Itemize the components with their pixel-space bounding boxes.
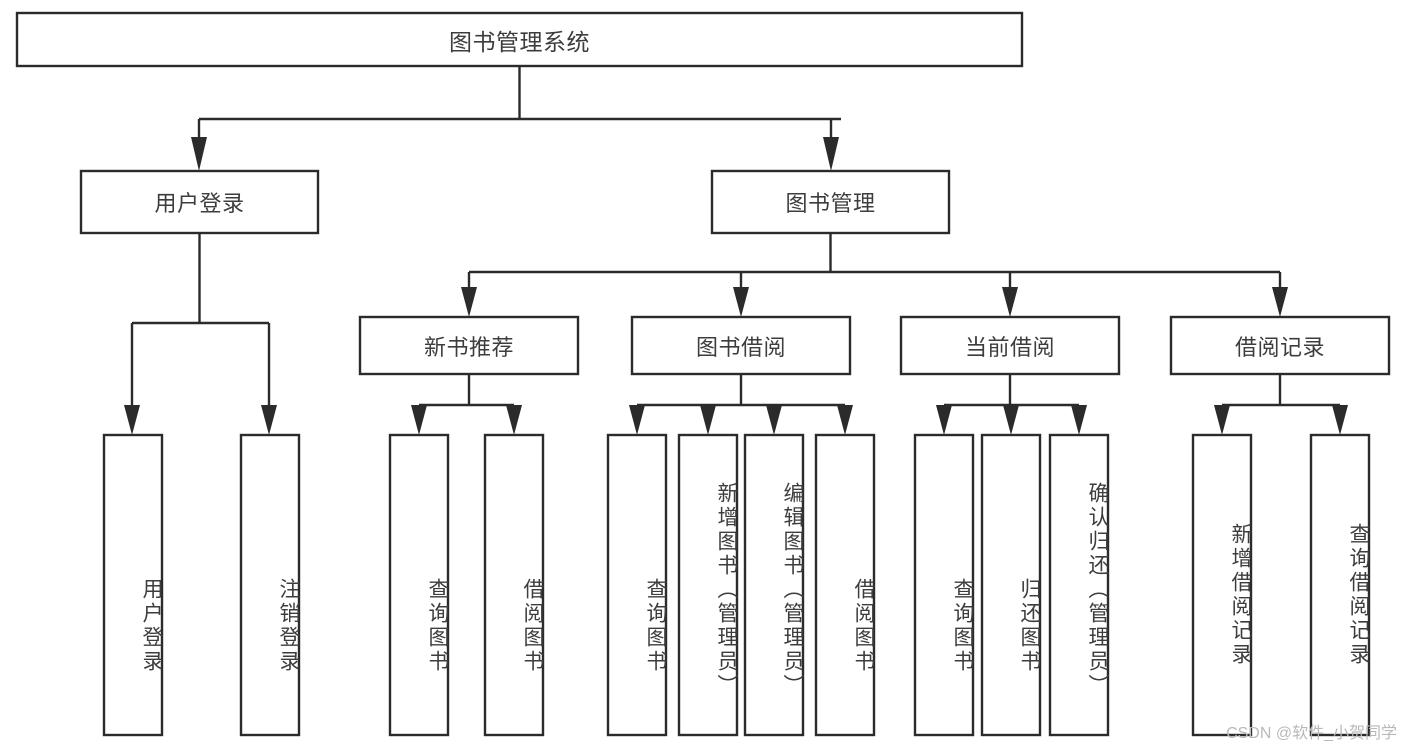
arrowhead-leaf-borrow-book-1: [506, 405, 522, 435]
node-leaf-query-book-1-box[interactable]: [388, 433, 450, 737]
node-borrow-record-box[interactable]: [1169, 315, 1391, 376]
arrowhead-leaf-add-record: [1214, 405, 1230, 435]
node-book-borrow-box[interactable]: [630, 315, 852, 376]
node-leaf-add-book-box[interactable]: [677, 433, 739, 737]
arrowhead-borrow-record: [1272, 287, 1288, 317]
node-leaf-confirm-return-box[interactable]: [1048, 433, 1110, 737]
node-leaf-borrow-book-2-box[interactable]: [814, 433, 876, 737]
node-book-management-box[interactable]: [710, 169, 951, 235]
node-leaf-query-book-2-box[interactable]: [606, 433, 668, 737]
node-leaf-borrow-book-1-box[interactable]: [483, 433, 545, 737]
node-leaf-edit-book-box[interactable]: [743, 433, 805, 737]
arrowhead-leaf-confirm-return: [1071, 405, 1087, 435]
node-user-login-box[interactable]: [79, 169, 320, 235]
node-root-box[interactable]: [15, 11, 1024, 68]
arrowhead-leaf-query-book-3: [936, 405, 952, 435]
node-new-book-recommend-box[interactable]: [358, 315, 580, 376]
node-leaf-user-login-box[interactable]: [102, 433, 164, 737]
arrowhead-leaf-return-book: [1003, 405, 1019, 435]
arrowhead-current-borrow: [1002, 287, 1018, 317]
arrowhead-book-management: [823, 137, 839, 171]
arrowhead-user-login: [191, 137, 207, 171]
arrowhead-leaf-borrow-book-2: [837, 405, 853, 435]
arrowhead-leaf-query-book-1: [411, 405, 427, 435]
node-leaf-return-book-box[interactable]: [980, 433, 1042, 737]
arrowhead-leaf-edit-book: [766, 405, 782, 435]
arrowhead-leaf-query-book-2: [629, 405, 645, 435]
node-current-borrow-box[interactable]: [899, 315, 1121, 376]
arrowhead-leaf-add-book: [700, 405, 716, 435]
arrowhead-new-book-recommend: [461, 287, 477, 317]
node-leaf-query-book-3-box[interactable]: [913, 433, 975, 737]
node-leaf-query-record-box[interactable]: [1309, 433, 1371, 737]
node-leaf-add-record-box[interactable]: [1191, 433, 1253, 737]
node-leaf-logout-login-box[interactable]: [239, 433, 301, 737]
arrowhead-leaf-user-login: [124, 405, 140, 435]
arrowhead-book-borrow: [733, 287, 749, 317]
arrowhead-leaf-logout-login: [261, 405, 277, 435]
watermark: CSDN @软件_小贺同学: [1226, 725, 1397, 742]
arrowhead-leaf-query-record: [1332, 405, 1348, 435]
